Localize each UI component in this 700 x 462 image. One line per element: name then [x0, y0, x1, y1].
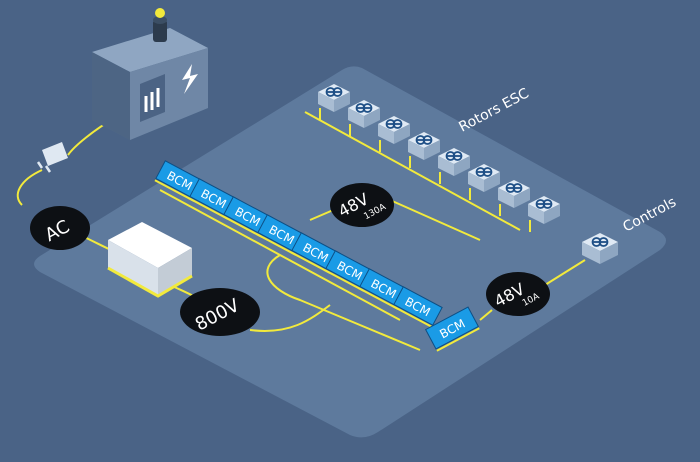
v48-ctrl-badge: 48V 10A: [486, 272, 550, 316]
rotors-esc-array: [318, 84, 560, 224]
ac-badge: AC: [30, 206, 90, 250]
generator: [92, 8, 208, 140]
rotor-icon: [498, 180, 530, 208]
rotor-icon: [528, 196, 560, 224]
bcm-single: BCM: [424, 306, 480, 352]
lightning-icon: [182, 64, 198, 94]
rotor-icon: [378, 116, 410, 144]
bcm-module: BCM: [324, 250, 375, 292]
rotor-icon: [408, 132, 440, 160]
v800-badge: 800V: [180, 288, 260, 336]
power-plug-icon: [36, 142, 68, 173]
rotor-icon: [468, 164, 500, 192]
rotor-icon: [348, 100, 380, 128]
v48-main-badge: 48V 130A: [330, 183, 394, 227]
rotor-icon: [318, 84, 350, 112]
platform-base: [34, 66, 666, 438]
rotor-icon: [438, 148, 470, 176]
controls-box: [582, 233, 618, 264]
rotors-esc-label: Rotors ESC: [456, 85, 531, 135]
transformer-box: [107, 222, 193, 298]
